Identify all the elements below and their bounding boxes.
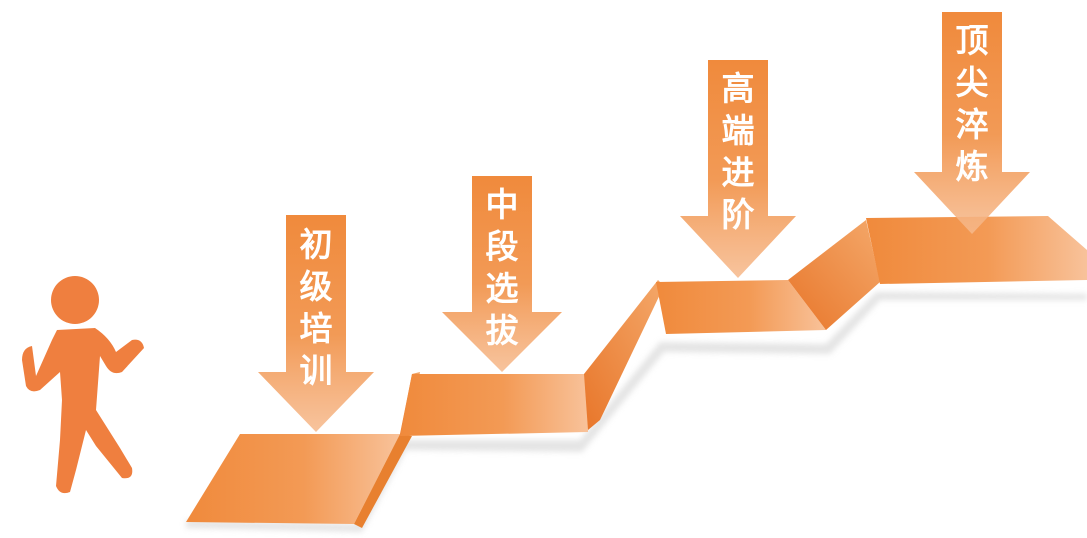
walking-person-icon bbox=[22, 276, 144, 494]
riser-3 bbox=[788, 220, 880, 330]
stage-arrow-4: 顶 尖 淬 炼 bbox=[914, 12, 1030, 234]
stage-label-1-char-2: 级 bbox=[300, 267, 333, 306]
stage-label-3-char-2: 端 bbox=[722, 111, 755, 150]
stage-arrow-2: 中 段 选 拔 bbox=[442, 176, 562, 372]
stage-label-2-char-4: 拔 bbox=[486, 311, 520, 350]
step-3 bbox=[656, 280, 826, 334]
stage-label-3-char-4: 阶 bbox=[722, 195, 755, 234]
stage-arrow-1: 初 级 培 训 bbox=[258, 215, 374, 432]
stage-label-4-char-1: 顶 bbox=[956, 21, 989, 60]
stage-label-1-char-4: 训 bbox=[300, 351, 333, 390]
riser-2 bbox=[584, 280, 664, 430]
step-2 bbox=[400, 374, 588, 436]
step-4 bbox=[866, 216, 1087, 284]
stage-label-2-char-3: 选 bbox=[486, 269, 519, 308]
stage-label-1-char-1: 初 bbox=[300, 225, 333, 264]
stage-arrow-3: 高 端 进 阶 bbox=[680, 60, 796, 278]
stage-label-2-char-1: 中 bbox=[486, 185, 519, 224]
stage-label-4-char-4: 炼 bbox=[956, 147, 989, 186]
stage-label-2-char-2: 段 bbox=[486, 227, 519, 266]
stage-label-4-char-2: 尖 bbox=[956, 63, 989, 102]
stage-label-3-char-3: 进 bbox=[722, 153, 755, 192]
stage-label-1-char-3: 培 bbox=[300, 309, 333, 348]
stage-label-4-char-3: 淬 bbox=[956, 105, 989, 144]
stage-label-3-char-1: 高 bbox=[722, 69, 755, 108]
step-1 bbox=[186, 434, 412, 528]
